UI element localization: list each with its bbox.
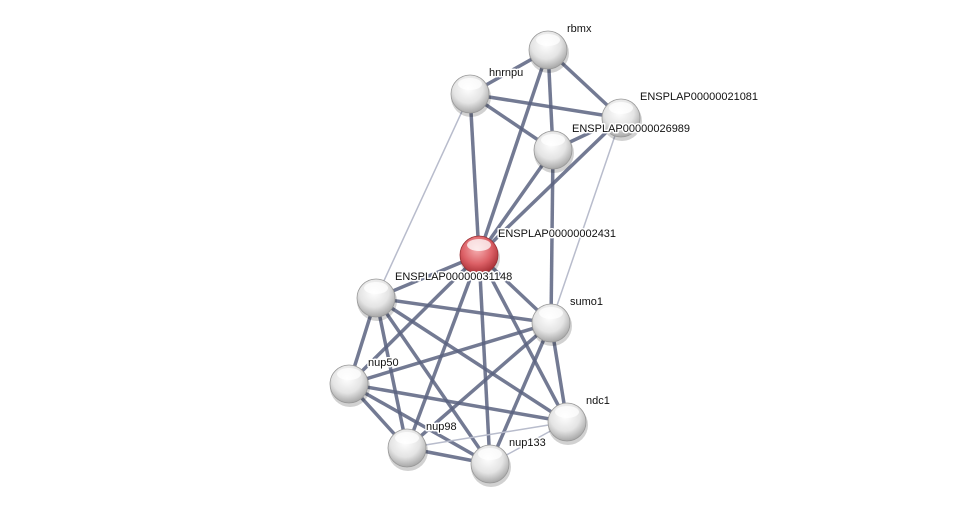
node-highlight xyxy=(478,448,502,460)
edge-e21081-e2431[interactable] xyxy=(477,116,623,257)
node-highlight xyxy=(536,34,560,46)
node-label: ENSPLAP00000002431 xyxy=(498,228,616,240)
edge-e21081-sumo1[interactable] xyxy=(550,117,622,324)
node-label: hnrnpu xyxy=(489,67,523,79)
node-hnrnpu[interactable]: hnrnpu xyxy=(450,66,525,117)
node-highlight xyxy=(539,307,563,319)
edge-e31148-nup98[interactable] xyxy=(374,297,409,449)
node-label: sumo1 xyxy=(570,296,603,308)
node-highlight xyxy=(609,102,633,114)
edge-hnrnpu-e2431[interactable] xyxy=(468,93,481,256)
node-e2431[interactable]: ENSPLAP00000002431 xyxy=(459,227,618,278)
node-label: rbmx xyxy=(567,23,592,35)
edge-e2431-nup133[interactable] xyxy=(477,254,492,465)
node-sumo1[interactable]: sumo1 xyxy=(531,295,605,346)
edge-e2431-nup50[interactable] xyxy=(347,253,481,386)
node-highlight xyxy=(555,406,579,418)
node-highlight xyxy=(541,134,565,146)
node-e21081[interactable]: ENSPLAP00000021081 xyxy=(601,90,760,141)
nodes-layer: rbmx hnrnpuENSPLAP00000021081ENSPLAP00000… xyxy=(329,22,760,487)
edge-sumo1-nup98[interactable] xyxy=(405,321,553,450)
node-e31148[interactable]: ENSPLAP00000031148 xyxy=(356,270,514,321)
node-rbmx[interactable]: rbmx xyxy=(528,22,593,73)
node-label: nup50 xyxy=(368,357,399,369)
node-label: ENSPLAP00000031148 xyxy=(395,271,512,283)
node-highlight xyxy=(364,282,388,294)
node-nup133[interactable]: nup133 xyxy=(470,436,547,487)
node-nup50[interactable]: nup50 xyxy=(329,356,400,407)
edge-nup50-ndc1[interactable] xyxy=(348,382,568,424)
edge-e26989-e2431[interactable] xyxy=(477,148,555,257)
edge-rbmx-e2431[interactable] xyxy=(477,49,550,256)
edge-e2431-ndc1[interactable] xyxy=(477,254,569,423)
edge-nup50-nup133[interactable] xyxy=(348,382,491,466)
edge-e31148-ndc1[interactable] xyxy=(375,296,568,424)
edge-hnrnpu-e31148[interactable] xyxy=(375,93,471,299)
node-highlight xyxy=(467,239,491,251)
edge-e2431-nup98[interactable] xyxy=(405,254,481,449)
node-label: ENSPLAP00000026989 xyxy=(572,123,690,135)
edge-e31148-sumo1[interactable] xyxy=(375,296,552,325)
edge-e31148-nup133[interactable] xyxy=(374,297,492,465)
node-label: ENSPLAP00000021081 xyxy=(640,91,758,103)
node-highlight xyxy=(458,78,482,90)
edge-hnrnpu-e21081[interactable] xyxy=(469,92,622,120)
node-ndc1[interactable]: ndc1 xyxy=(547,394,611,445)
edge-sumo1-nup133[interactable] xyxy=(488,322,553,465)
node-label: ndc1 xyxy=(586,395,610,407)
node-highlight xyxy=(337,368,361,380)
node-label: nup98 xyxy=(426,421,457,433)
edge-nup98-ndc1[interactable] xyxy=(406,421,568,449)
node-nup98[interactable]: nup98 xyxy=(387,420,458,471)
node-highlight xyxy=(395,432,419,444)
node-label: nup133 xyxy=(509,437,546,449)
node-e26989[interactable]: ENSPLAP00000026989 xyxy=(533,122,692,173)
edge-sumo1-nup50[interactable] xyxy=(348,321,552,386)
edge-e26989-sumo1[interactable] xyxy=(549,149,555,324)
